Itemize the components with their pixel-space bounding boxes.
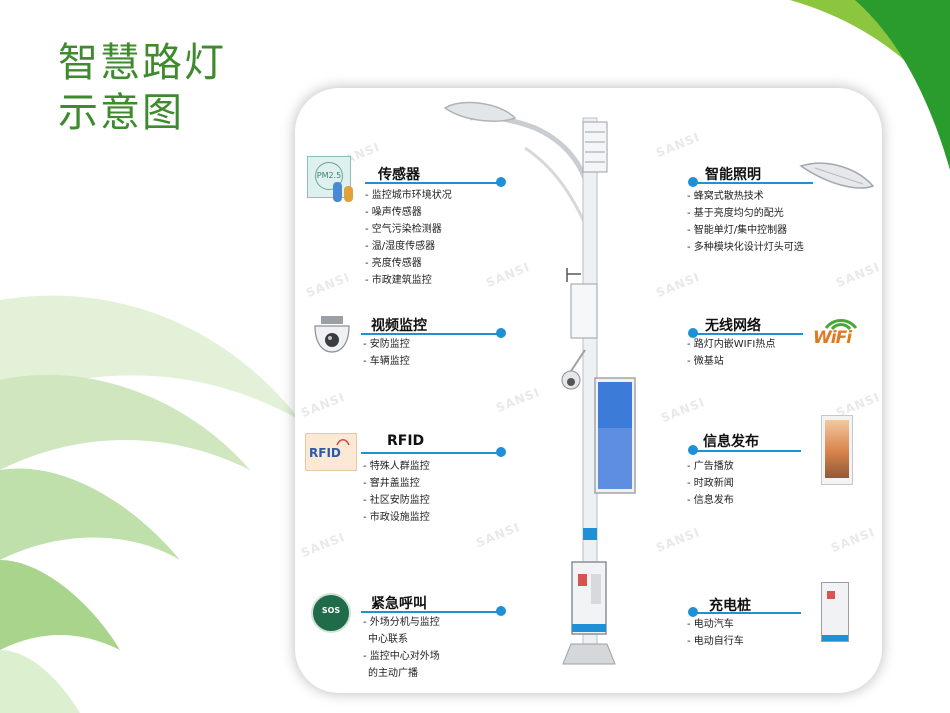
- slide-title-line-2: 示意图: [58, 90, 184, 136]
- left-swirl-2: [0, 374, 250, 470]
- info-title: 信息发布: [703, 434, 759, 450]
- list-item: 智能单灯/集中控制器: [687, 222, 804, 239]
- rfid-title: RFID: [387, 433, 425, 449]
- left-swirl-3: [0, 468, 180, 560]
- slide-title: 智慧路灯 示意图: [58, 38, 288, 138]
- diagram-card: SANSI SANSI SANSI SANSI SANSI SANSI SANS…: [295, 88, 882, 693]
- list-item: 路灯内嵌WIFI热点: [687, 336, 776, 353]
- sensor-items: 监控城市环境状况 噪声传感器 空气污染检测器 温/湿度传感器 亮度传感器 市政建…: [365, 187, 452, 289]
- slide-title-line-1: 智慧路灯: [58, 40, 226, 86]
- wifi-title: 无线网络: [705, 318, 761, 334]
- list-item: 电动自行车: [687, 633, 744, 650]
- video-connector-dot: [496, 328, 506, 338]
- list-item: 微基站: [687, 353, 775, 370]
- left-swirl-4: [0, 560, 120, 650]
- left-swirl-1: [0, 295, 300, 420]
- video-title: 视频监控: [371, 318, 427, 334]
- wifi-connector-line: [693, 333, 803, 335]
- charging-connector-dot: [688, 607, 698, 617]
- sos-connector-line: [361, 611, 501, 613]
- rfid-connector-line: [361, 452, 501, 454]
- lamp-arm-brace: [524, 146, 593, 239]
- charging-title: 充电桩: [709, 598, 751, 614]
- info-connector-dot: [688, 445, 698, 455]
- list-item: 蜂窝式散热技术: [687, 188, 804, 205]
- sos-button-icon: SOS: [311, 593, 351, 633]
- sensor-connector-line: [365, 182, 501, 184]
- rfid-tag-icon: RFID: [305, 433, 357, 471]
- pm25-label: PM2.5: [315, 162, 343, 190]
- wifi-connector-dot: [688, 328, 698, 338]
- pm25-sensor-icon: PM2.5: [303, 156, 357, 206]
- lighting-connector-line: [693, 182, 813, 184]
- list-item: 广告播放: [687, 458, 734, 475]
- lighting-items: 蜂窝式散热技术 基于亮度均匀的配光 智能单灯/集中控制器 多种模块化设计灯头可选: [687, 188, 804, 256]
- rfid-connector-dot: [496, 447, 506, 457]
- sos-items: 外场分机与监控 中心联系 监控中心对外场 的主动广播: [363, 614, 440, 682]
- list-item: 时政新闻: [687, 475, 734, 492]
- wifi-icon: WiFi: [811, 316, 871, 350]
- list-item: 安防监控: [363, 336, 410, 353]
- list-item: 车辆监控: [363, 353, 410, 370]
- list-item: 温/湿度传感器: [365, 238, 452, 255]
- video-items: 安防监控 车辆监控: [363, 336, 410, 370]
- dome-camera-icon: [314, 316, 350, 353]
- lamp-head: [443, 101, 517, 122]
- video-connector-line: [361, 333, 501, 335]
- sensor-connector-dot: [496, 177, 506, 187]
- list-item: 空气污染检测器: [365, 221, 452, 238]
- list-item: 基于亮度均匀的配光: [687, 205, 804, 222]
- wifi-base-station-box: [570, 283, 598, 339]
- list-item: 信息发布: [687, 492, 734, 509]
- top-right-dark-leaf: [855, 0, 950, 170]
- wifi-logo-text: WiFi: [813, 328, 852, 348]
- list-item: 多种模块化设计灯头可选: [687, 239, 804, 256]
- list-item: 监控中心对外场: [363, 648, 440, 665]
- lamp-arm: [469, 114, 595, 229]
- wifi-items: 路灯内嵌WIFI热点 微基站: [687, 336, 776, 370]
- dome-camera-lens: [567, 378, 575, 386]
- info-connector-line: [693, 450, 801, 452]
- rfid-tag-text: RFID: [309, 446, 341, 460]
- sos-title: 紧急呼叫: [371, 596, 427, 612]
- list-item: 中心联系: [368, 634, 408, 645]
- list-item: 噪声传感器: [365, 204, 452, 221]
- pole-band: [583, 528, 597, 540]
- sensor-title: 传感器: [378, 167, 420, 183]
- charging-connector-line: [693, 612, 801, 614]
- list-item: 的主动广播: [368, 668, 418, 679]
- list-item: 特殊人群监控: [363, 458, 430, 475]
- charging-items: 电动汽车 电动自行车: [687, 616, 744, 650]
- led-lamp-head-icon: [799, 162, 875, 189]
- list-item: 社区安防监控: [363, 492, 430, 509]
- list-item: 外场分机与监控: [363, 614, 440, 631]
- digital-signage-icon: [821, 415, 853, 485]
- list-item: 市政建筑监控: [365, 272, 452, 289]
- left-swirl-5: [0, 650, 80, 713]
- lighting-connector-dot: [688, 177, 698, 187]
- sos-connector-dot: [496, 606, 506, 616]
- sos-icon-text: SOS: [321, 606, 341, 615]
- list-item: 亮度传感器: [365, 255, 452, 272]
- environment-sensor-box: [582, 121, 608, 173]
- lighting-title: 智能照明: [705, 167, 761, 183]
- list-item: 监控城市环境状况: [365, 187, 452, 204]
- pole-base: [562, 643, 616, 665]
- list-item: 窨井盖监控: [363, 475, 430, 492]
- smart-pole-illustration: [443, 101, 636, 665]
- rfid-items: 特殊人群监控 窨井盖监控 社区安防监控 市政设施监控: [363, 458, 430, 526]
- list-item: 电动汽车: [687, 616, 744, 633]
- list-item: 市政设施监控: [363, 509, 430, 526]
- info-items: 广告播放 时政新闻 信息发布: [687, 458, 734, 509]
- charging-pile-icon: [821, 582, 849, 642]
